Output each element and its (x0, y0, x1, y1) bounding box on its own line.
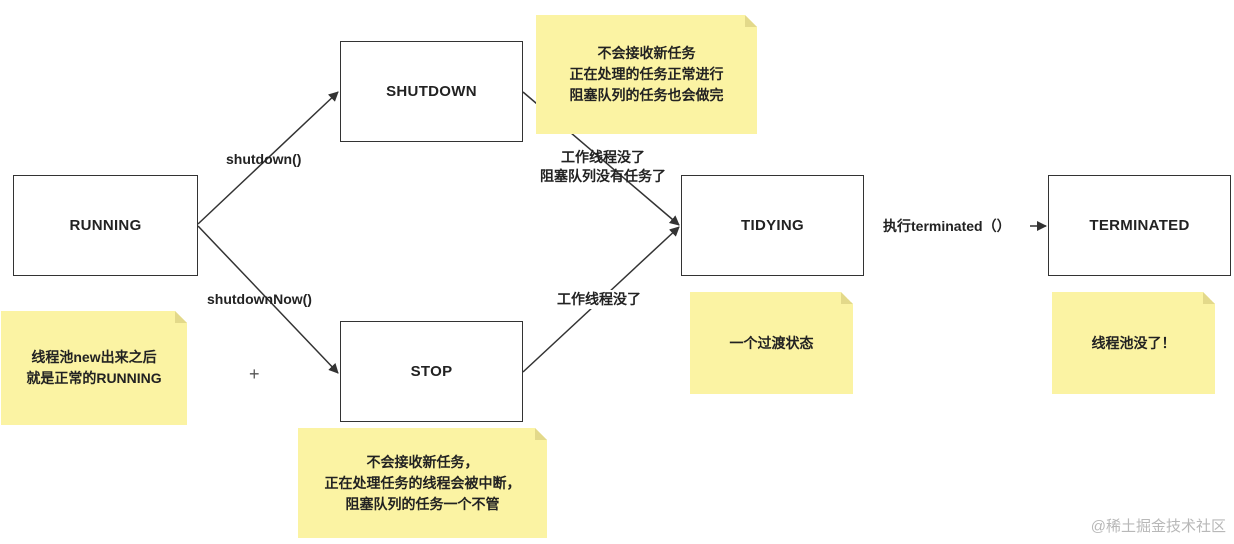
note-stop: 不会接收新任务， 正在处理任务的线程会被中断， 阻塞队列的任务一个不管 (298, 428, 547, 538)
plus-mark: + (249, 364, 260, 384)
state-tidying: TIDYING (681, 175, 864, 276)
state-terminated-label: TERMINATED (1089, 217, 1190, 234)
watermark: @稀土掘金技术社区 (1090, 518, 1226, 535)
note-running-text: 线程池new出来之后 就是正常的RUNNING (26, 349, 162, 386)
note-tidying-text: 一个过渡状态 (729, 334, 814, 351)
note-terminated-text: 线程池没了！ (1091, 334, 1176, 351)
state-running-label: RUNNING (69, 217, 142, 234)
note-terminated: 线程池没了！ (1052, 292, 1215, 394)
note-shutdown-text: 不会接收新任务 正在处理的任务正常进行 阻塞队列的任务也会做完 (569, 45, 724, 103)
state-stop: STOP (340, 321, 523, 422)
note-shutdown: 不会接收新任务 正在处理的任务正常进行 阻塞队列的任务也会做完 (536, 15, 757, 134)
edge-label-terminated-call: 执行terminated（） (883, 217, 1011, 236)
edge-label-shutdown: shutdown() (226, 151, 302, 167)
state-shutdown: SHUTDOWN (340, 41, 523, 142)
edge-label-stop-to-tidying: 工作线程没了 (557, 290, 641, 309)
edge-label-shutdown-now: shutdownNow() (207, 291, 312, 307)
note-running: 线程池new出来之后 就是正常的RUNNING (1, 311, 187, 425)
state-tidying-label: TIDYING (741, 217, 804, 234)
state-shutdown-label: SHUTDOWN (386, 83, 477, 100)
note-stop-text: 不会接收新任务， 正在处理任务的线程会被中断， 阻塞队列的任务一个不管 (324, 453, 521, 512)
edge-label-shutdown-to-tidying: 工作线程没了 阻塞队列没有任务了 (540, 149, 666, 184)
state-terminated: TERMINATED (1048, 175, 1231, 276)
arrow-running-to-stop (197, 225, 339, 374)
state-running: RUNNING (13, 175, 198, 276)
state-stop-label: STOP (410, 363, 453, 380)
note-tidying: 一个过渡状态 (690, 292, 853, 394)
arrow-running-to-shutdown (197, 91, 339, 225)
